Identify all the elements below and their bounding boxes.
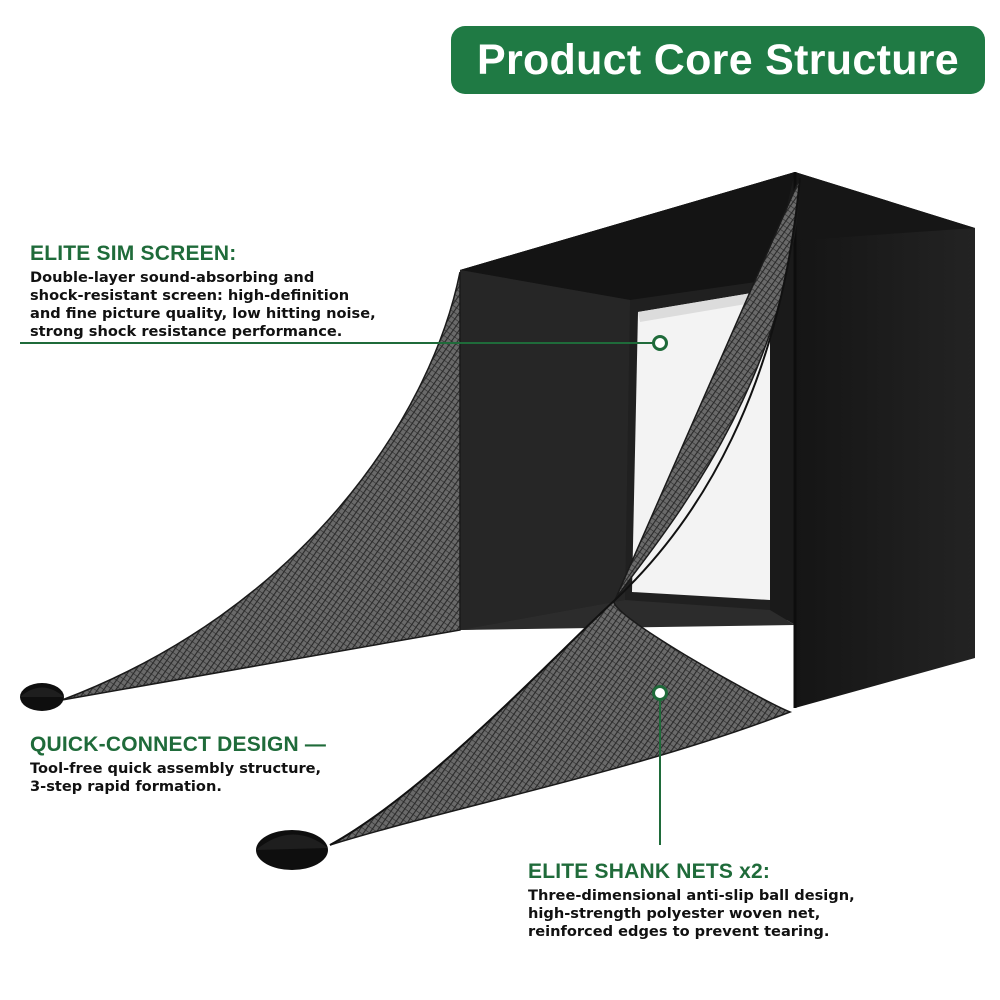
- sim-screen-pointer-dot: [652, 335, 668, 351]
- page-title: Product Core Structure: [476, 35, 960, 84]
- title-banner: Product Core Structure: [451, 26, 985, 94]
- callout-sim-screen: ELITE SIM SCREEN: Double-layer sound-abs…: [30, 242, 390, 341]
- callout-shank-nets: ELITE SHANK NETS x2: Three-dimensional a…: [528, 860, 888, 941]
- enclosure-side-panel: [795, 172, 975, 708]
- enclosure-left-inner-wall: [460, 270, 630, 630]
- callout-quick-connect-heading: QUICK-CONNECT DESIGN —: [30, 733, 327, 756]
- callout-shank-nets-heading: ELITE SHANK NETS x2:: [528, 860, 771, 883]
- callout-quick-connect-text: Tool-free quick assembly structure, 3-st…: [30, 760, 322, 796]
- shank-nets-pointer-dot: [652, 685, 668, 701]
- callout-sim-screen-text: Double-layer sound-absorbing and shock-r…: [30, 269, 376, 341]
- callout-quick-connect: QUICK-CONNECT DESIGN — Tool-free quick a…: [30, 733, 390, 796]
- callout-shank-nets-text: Three-dimensional anti-slip ball design,…: [528, 887, 855, 941]
- callout-sim-screen-heading: ELITE SIM SCREEN:: [30, 242, 237, 265]
